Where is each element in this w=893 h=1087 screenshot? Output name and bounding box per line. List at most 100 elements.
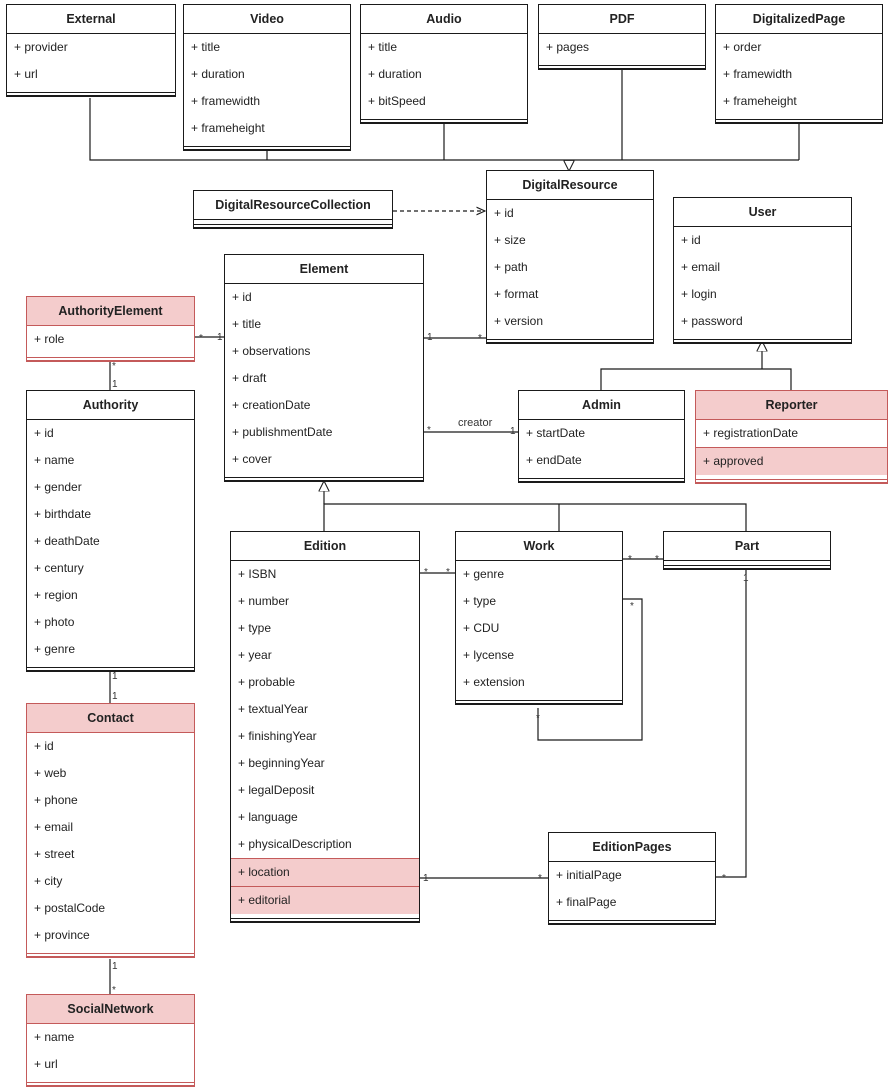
class-attribute: + size: [494, 233, 526, 247]
class-authority[interactable]: Authority+ id+ name+ gender+ birthdate+ …: [26, 390, 195, 672]
class-attribute: + region: [34, 588, 78, 602]
operations-compartment: [184, 146, 350, 150]
class-attribute: + publishmentDate: [232, 425, 333, 439]
class-part[interactable]: Part: [663, 531, 831, 570]
class-name: DigitalResource: [487, 171, 653, 200]
class-attribute: + provider: [14, 40, 68, 54]
class-attribute: + id: [232, 290, 252, 304]
class-attribute: + genre: [34, 642, 76, 656]
class-name: User: [674, 198, 851, 227]
class-attribute: + number: [238, 594, 290, 608]
class-attribute: + photo: [34, 615, 75, 629]
class-attribute: + birthdate: [34, 507, 92, 521]
generalization-user: [600, 342, 792, 390]
class-attribute: + web: [34, 766, 67, 780]
multiplicity-label: *: [628, 554, 632, 565]
multiplicity-label: *: [112, 361, 116, 372]
class-attribute: + year: [238, 648, 272, 662]
operations-compartment: [7, 92, 175, 96]
class-name: EditionPages: [549, 833, 715, 862]
operations-compartment: [27, 667, 194, 671]
generalization-element: [324, 482, 747, 531]
class-video[interactable]: Video+ title+ duration+ framewidth+ fram…: [183, 4, 351, 151]
multiplicity-label: 1: [427, 332, 433, 343]
multiplicity-label: *: [630, 601, 634, 612]
class-attribute: + CDU: [463, 621, 500, 635]
assoc-work-self: [537, 598, 643, 741]
class-external[interactable]: External + provider + url: [6, 4, 176, 97]
multiplicity-label: *: [427, 425, 431, 436]
operations-compartment: [549, 920, 715, 924]
class-attribute: + type: [463, 594, 497, 608]
operations-compartment: [27, 1082, 194, 1086]
class-attribute: + ISBN: [238, 567, 277, 581]
class-digitalresource[interactable]: DigitalResource + id + size + path + format +…: [486, 170, 654, 344]
class-attribute: + deathDate: [34, 534, 100, 548]
class-attribute: + frameheight: [723, 94, 797, 108]
class-audio[interactable]: Audio+ title+ duration+ bitSpeed: [360, 4, 528, 124]
class-attribute: + frameheight: [191, 121, 265, 135]
multiplicity-label: 1: [112, 961, 118, 972]
class-attribute: + physicalDescription: [238, 837, 352, 851]
class-attribute: + editorial: [231, 886, 419, 914]
class-attribute: + title: [191, 40, 221, 54]
class-attribute: + path: [494, 260, 528, 274]
class-reporter[interactable]: Reporter+ registrationDate+ approved: [695, 390, 888, 484]
class-attribute: + id: [494, 206, 514, 220]
class-attribute: + draft: [232, 371, 267, 385]
operations-compartment: [194, 224, 392, 228]
class-digitalizedpage[interactable]: DigitalizedPage+ order+ framewidth+ fram…: [715, 4, 883, 124]
multiplicity-label: 1: [112, 379, 118, 390]
class-attribute: + finalPage: [556, 895, 617, 909]
class-attribute: + pages: [546, 40, 590, 54]
class-attribute: + observations: [232, 344, 311, 358]
class-attribute: + gender: [34, 480, 82, 494]
class-attribute: + framewidth: [723, 67, 793, 81]
class-attribute: + approved: [696, 447, 887, 475]
operations-compartment: [231, 918, 419, 922]
class-attribute: + street: [34, 847, 75, 861]
class-attribute: + name: [34, 1030, 75, 1044]
operations-compartment: [519, 478, 684, 482]
class-attribute: + format: [494, 287, 539, 301]
class-element[interactable]: Element + id + title + observations + draft +…: [224, 254, 424, 482]
class-attribute: + endDate: [526, 453, 582, 467]
class-attribute: + order: [723, 40, 762, 54]
class-editionpages[interactable]: EditionPages + initialPage + finalPage: [548, 832, 716, 925]
class-contact[interactable]: Contact+ id+ web+ phone+ email+ street+ …: [26, 703, 195, 958]
class-attribute: + probable: [238, 675, 296, 689]
class-attribute: + century: [34, 561, 84, 575]
multiplicity-label: 1: [510, 426, 516, 437]
class-attribute: + bitSpeed: [368, 94, 426, 108]
class-name: DigitalResourceCollection: [194, 191, 392, 220]
class-attribute: + initialPage: [556, 868, 622, 882]
class-pdf[interactable]: PDF+ pages: [538, 4, 706, 70]
class-attribute: + startDate: [526, 426, 586, 440]
class-attribute: + registrationDate: [703, 426, 799, 440]
class-authorityelement[interactable]: AuthorityElement+ role: [26, 296, 195, 362]
class-attribute: + email: [34, 820, 74, 834]
class-socialnetwork[interactable]: SocialNetwork+ name+ url: [26, 994, 195, 1087]
class-name: Element: [225, 255, 423, 284]
class-work[interactable]: Work+ genre+ type+ CDU+ lycense+ extensi…: [455, 531, 623, 705]
operations-compartment: [487, 339, 653, 343]
multiplicity-label: 1: [112, 671, 118, 682]
class-attribute: + province: [34, 928, 90, 942]
operations-compartment: [674, 339, 851, 343]
class-attribute: + genre: [463, 567, 505, 581]
class-admin[interactable]: Admin+ startDate+ endDate: [518, 390, 685, 483]
generalization-media-to-digitalresource: [89, 70, 800, 170]
class-name: Video: [184, 5, 350, 34]
class-attribute: + id: [681, 233, 701, 247]
class-attribute: + url: [14, 67, 38, 81]
class-user[interactable]: User+ id+ email+ login+ password: [673, 197, 852, 344]
class-digitalresourcecollection[interactable]: DigitalResourceCollection: [193, 190, 393, 229]
class-edition[interactable]: Edition+ ISBN+ number+ type+ year+ proba…: [230, 531, 420, 923]
assoc-part-editionpages: [716, 567, 747, 878]
class-attribute: + title: [232, 317, 262, 331]
class-name: External: [7, 5, 175, 34]
class-attribute: + version: [494, 314, 544, 328]
class-name: Audio: [361, 5, 527, 34]
class-attribute: + role: [34, 332, 65, 346]
